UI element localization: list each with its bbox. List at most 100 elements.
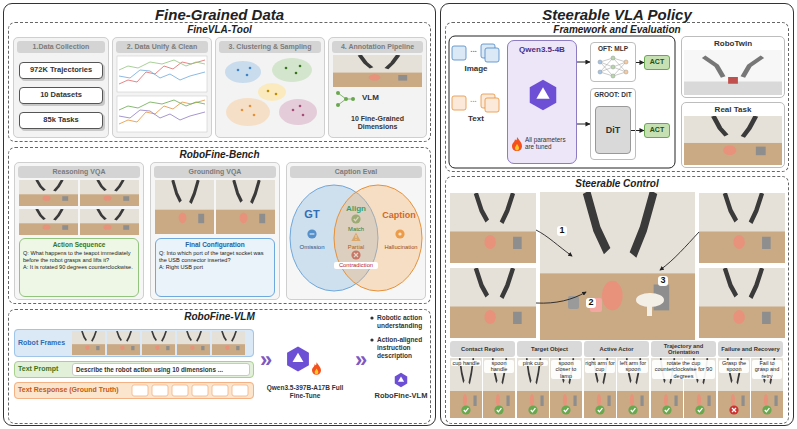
trajectory-chart: [119, 100, 205, 124]
qa-box: Action SequenceQ: What happens to the te…: [19, 238, 139, 297]
contradiction-label: Contradiction: [334, 262, 378, 269]
panel-fill: [14, 162, 144, 300]
node-text: Action Sequence: [23, 241, 135, 249]
trajectory-chart: [117, 56, 207, 132]
node-text: 4. Annotation Pipeline: [332, 41, 423, 53]
robot-photo: [80, 209, 139, 235]
node-text: ACT: [650, 126, 664, 134]
response-token: [232, 385, 248, 396]
cluster-plot: [249, 105, 252, 108]
head-box: GROOT: DiTDiT: [590, 88, 636, 160]
ellipsis: ...: [467, 45, 480, 54]
status-icon: [461, 405, 771, 414]
model-logo: [395, 373, 407, 387]
mlp-graphic: [598, 56, 628, 78]
input-row: Robot Frames: [14, 329, 254, 357]
example-photo: [617, 358, 649, 418]
status-icon: [461, 405, 470, 414]
response-token: [172, 385, 188, 396]
node-text: 972K Trajectories: [30, 66, 92, 75]
robot-photo: [19, 180, 78, 206]
response-token: [132, 385, 148, 396]
heading: Caption Eval: [290, 166, 422, 178]
model-name: RoboFine-VLM: [370, 392, 432, 401]
panel-fill: [13, 37, 109, 138]
mlp-graphic: [611, 56, 615, 60]
model-logo: [312, 362, 321, 375]
mlp-graphic: [624, 60, 628, 64]
robot-frames: [177, 331, 210, 355]
column-header: Active Actor: [584, 341, 649, 357]
steer-scene: [540, 192, 695, 340]
panel-fill: [112, 37, 212, 138]
align-label: Align: [336, 204, 376, 213]
benchmark-box: RoboTwin: [681, 36, 785, 98]
cluster-plot: [226, 98, 270, 126]
image-caption: left arm for spoon: [618, 360, 648, 373]
venn-circle: CaptionHallucination: [333, 184, 423, 292]
status-icon: [729, 405, 738, 414]
stat-box: 972K Trajectories: [19, 62, 103, 79]
bullet-text: Robotic action understanding: [377, 314, 431, 330]
model-box: Qwen3.5-4BAll parameters are tuned: [507, 40, 577, 164]
trajectory-chart: [117, 96, 207, 132]
connector: [636, 62, 644, 63]
node-text: Target Object: [531, 346, 568, 352]
image-caption: spoon handle: [484, 360, 514, 373]
cluster-plot: [292, 109, 295, 112]
node-text: DiT: [606, 125, 621, 135]
mlp-graphic: [613, 62, 626, 76]
framework-frame: [449, 36, 675, 168]
partial-label: Partial: [340, 244, 372, 251]
heading: Steerable Control: [446, 178, 788, 189]
panel-fill: [14, 382, 254, 399]
steer-scene: [536, 292, 586, 303]
framework-frame: [512, 137, 522, 151]
model-logo: [370, 316, 373, 319]
status-icon: [695, 405, 704, 414]
image-caption: rotate the cup counterclockwise for 90 d…: [652, 360, 715, 379]
heading: Framework and Evaluation: [446, 24, 788, 35]
mlp-graphic: [613, 58, 626, 72]
framework-frame: [452, 96, 466, 110]
node-text: A: It is rotated 90 degrees counterclock…: [23, 264, 135, 271]
heading: Text Prompt: [18, 365, 58, 373]
step-box: 2. Data Unify & Clean: [112, 37, 212, 138]
node-text: Failure and Recovery: [721, 346, 780, 352]
output-box: ACT: [644, 55, 670, 70]
robot-photo: [19, 180, 275, 235]
panel-fill: [286, 162, 426, 300]
mlp-graphic: [611, 74, 615, 78]
steer-scene: [450, 193, 536, 263]
callout-number: 2: [586, 298, 596, 308]
mlp-graphic: [600, 62, 613, 76]
vlm-label: VLM: [362, 93, 392, 102]
bullet-text: Action-aligned instruction description: [377, 336, 431, 359]
framework-frame: [449, 36, 675, 168]
cluster-plot: [225, 58, 317, 126]
annotation-picture: [333, 55, 422, 107]
cluster-plot: [302, 114, 305, 117]
node-text: Trajectory and Orientation: [653, 343, 714, 355]
heading: Grounding VQA: [154, 166, 276, 178]
heading: Steerable VLA Policy: [441, 6, 793, 23]
prompt-box: Describe the robot action using 10 dimen…: [72, 363, 250, 376]
stat-box: 85k Tasks: [19, 112, 103, 129]
ellipsis: ...: [467, 95, 480, 104]
image-caption: Fail to grasp and retry: [752, 360, 782, 379]
cluster-plot: [225, 61, 261, 83]
example-photo: [483, 358, 515, 418]
robot-frames: [72, 331, 105, 355]
dimension-label: 10 Fine-Grained Dimensions: [331, 115, 424, 131]
steer-scene: [647, 300, 652, 316]
step-box: 3. Clustering & Sampling: [215, 37, 325, 138]
qa-box: Final ConfigurationQ: Into which port of…: [155, 238, 275, 297]
column-header: Contact Region: [450, 341, 515, 357]
eval-picture: [684, 116, 782, 165]
node-text: Hallucination: [380, 244, 422, 251]
node-text: RoboTwin: [682, 39, 784, 48]
node-text: Real Task: [682, 105, 784, 114]
node-text: 10 Datasets: [40, 91, 82, 100]
example-photo: [751, 358, 783, 418]
callout-number: 3: [658, 276, 668, 286]
